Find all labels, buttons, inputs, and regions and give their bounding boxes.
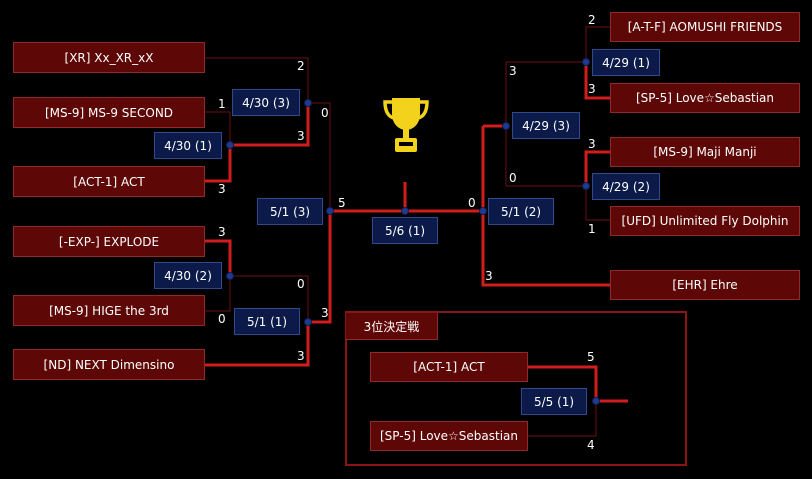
score-4-29-1-out: 3 bbox=[509, 64, 517, 78]
team-ms9-maji[interactable]: [MS-9] Maji Manji bbox=[610, 137, 800, 167]
team-ms9-hige[interactable]: [MS-9] HIGE the 3rd bbox=[13, 295, 205, 326]
match-4-30-3[interactable]: 4/30 (3) bbox=[232, 89, 300, 116]
score-nd: 3 bbox=[297, 349, 305, 363]
match-5-5-1[interactable]: 5/5 (1) bbox=[521, 388, 587, 415]
trophy-icon bbox=[383, 98, 429, 152]
match-4-29-1[interactable]: 4/29 (1) bbox=[592, 49, 660, 76]
score-act1: 3 bbox=[218, 182, 226, 196]
third-place-panel bbox=[345, 311, 687, 466]
team-ufd[interactable]: [UFD] Unlimited Fly Dolphin bbox=[610, 206, 800, 236]
match-5-1-3[interactable]: 5/1 (3) bbox=[257, 198, 323, 225]
score-ehr: 3 bbox=[485, 269, 493, 283]
team-ms9-second[interactable]: [MS-9] MS-9 SECOND bbox=[13, 97, 205, 128]
team-xr[interactable]: [XR] Xx_XR_xX bbox=[13, 42, 205, 73]
match-4-30-1[interactable]: 4/30 (1) bbox=[154, 132, 222, 159]
score-exp: 3 bbox=[218, 225, 226, 239]
team-nd[interactable]: [ND] NEXT Dimensino bbox=[13, 349, 205, 380]
score-5-1-1-out: 3 bbox=[321, 306, 329, 320]
third-place-title: 3位決定戦 bbox=[346, 313, 438, 340]
score-4-30-3-out: 0 bbox=[321, 106, 329, 120]
score-third-sp5: 4 bbox=[587, 438, 595, 452]
score-4-30-1-winner: 3 bbox=[297, 129, 305, 143]
match-5-1-1[interactable]: 5/1 (1) bbox=[234, 308, 300, 335]
score-5-1-2-out: 0 bbox=[468, 196, 476, 210]
team-ehr[interactable]: [EHR] Ehre bbox=[610, 270, 800, 300]
team-act1[interactable]: [ACT-1] ACT bbox=[13, 166, 205, 197]
third-team-sp5[interactable]: [SP-5] Love☆Sebastian bbox=[370, 421, 528, 451]
match-5-6-1[interactable]: 5/6 (1) bbox=[372, 217, 438, 244]
score-sp5: 3 bbox=[588, 82, 596, 96]
team-sp5[interactable]: [SP-5] Love☆Sebastian bbox=[610, 83, 800, 113]
score-5-1-3-out: 5 bbox=[338, 196, 346, 210]
score-ms9-maji: 3 bbox=[588, 137, 596, 151]
score-ms9-hige: 0 bbox=[218, 312, 226, 326]
team-atf[interactable]: [A-T-F] AOMUSHI FRIENDS bbox=[610, 12, 800, 42]
score-4-29-2-out: 0 bbox=[509, 171, 517, 185]
match-4-29-2[interactable]: 4/29 (2) bbox=[592, 173, 660, 200]
score-atf: 2 bbox=[588, 13, 596, 27]
score-third-act: 5 bbox=[587, 350, 595, 364]
score-ufd: 1 bbox=[588, 222, 596, 236]
team-exp[interactable]: [-EXP-] EXPLODE bbox=[13, 226, 205, 257]
match-4-29-3[interactable]: 4/29 (3) bbox=[512, 112, 580, 139]
match-5-1-2[interactable]: 5/1 (2) bbox=[488, 198, 554, 225]
score-ms9-second: 1 bbox=[218, 97, 226, 111]
match-4-30-2[interactable]: 4/30 (2) bbox=[154, 262, 222, 289]
score-4-30-2-winner: 0 bbox=[297, 277, 305, 291]
score-xr: 2 bbox=[297, 59, 305, 73]
third-team-act1[interactable]: [ACT-1] ACT bbox=[370, 352, 528, 382]
